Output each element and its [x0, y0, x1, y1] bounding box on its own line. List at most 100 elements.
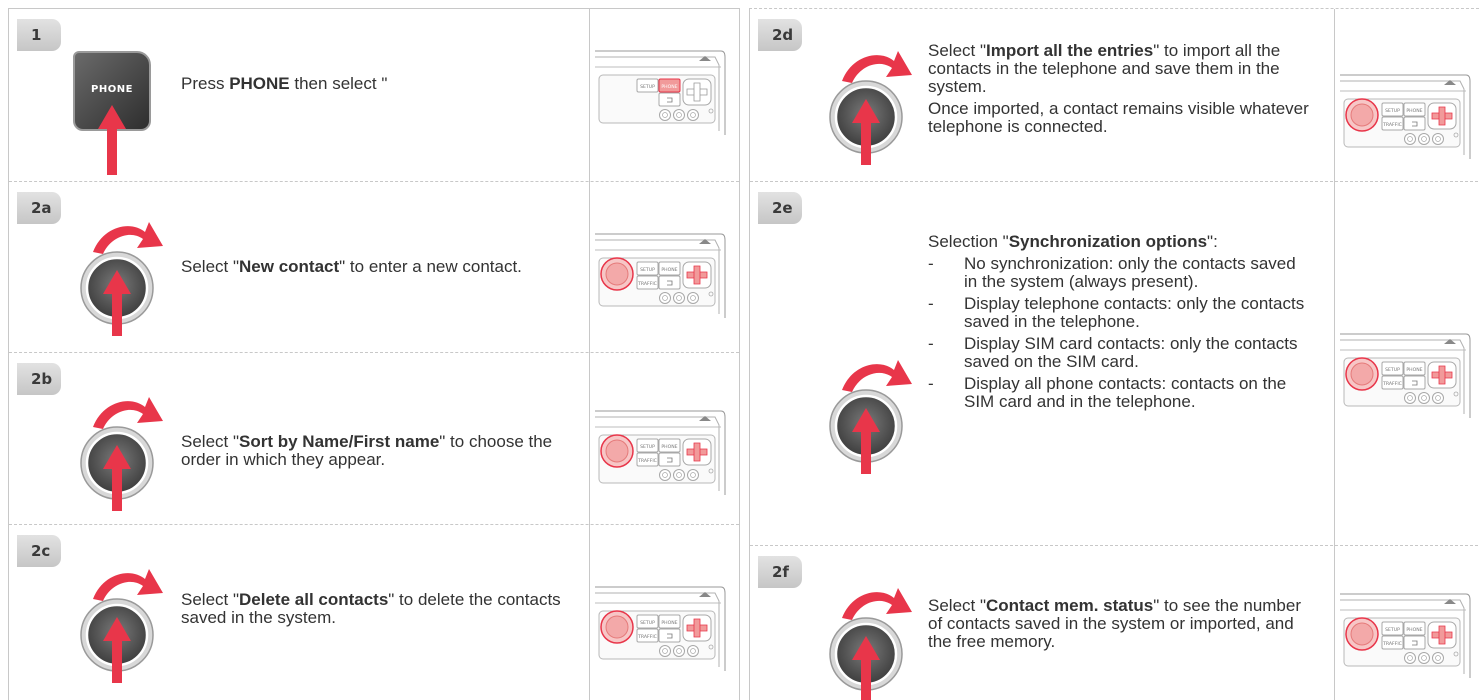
instruction-paragraph: Once imported, a contact remains visible… — [928, 100, 1318, 136]
back-button — [1403, 116, 1426, 131]
instruction-text: Once imported, a contact remains visible… — [928, 99, 1309, 136]
preset-button-4 — [659, 469, 671, 481]
preset-button-5 — [1418, 652, 1430, 664]
step-instruction: Select "Import all the entries" to impor… — [928, 42, 1318, 136]
menu-option-name: Synchronization options — [1008, 232, 1208, 251]
radio-button-setup — [1381, 361, 1404, 376]
rotate-arrow-icon — [93, 397, 163, 429]
radio-button-label: TRAFFIC — [637, 634, 657, 640]
preset-button-6 — [687, 109, 699, 121]
rotary-knob-press-icon — [80, 222, 163, 336]
step-instruction: Press PHONE then select " — [181, 75, 561, 93]
step-badge: 1 — [17, 19, 61, 51]
device-illustration: SETUP PHONE TRAFFIC — [1340, 69, 1472, 170]
phone-button-label: PHONE — [91, 84, 133, 95]
instruction-text: Select " — [928, 596, 987, 615]
radio-control-panel-illustration: SETUP PHONE TRAFFIC — [1340, 74, 1471, 159]
step-instruction: Select "Delete all contacts" to delete t… — [181, 591, 571, 627]
phone-button-press-icon: PHONE — [73, 51, 153, 177]
radio-button-setup — [636, 261, 659, 276]
instruction-paragraph: Select "Import all the entries" to impor… — [928, 42, 1318, 96]
press-arrow-icon — [852, 636, 880, 700]
radio-button-phone — [1403, 621, 1426, 636]
radio-button-phone — [1403, 102, 1426, 117]
back-button — [658, 275, 681, 290]
rotary-knob-press-icon — [829, 588, 912, 700]
preset-button-6 — [1432, 392, 1444, 404]
radio-button-label: PHONE — [1406, 627, 1422, 633]
radio-button-label: SETUP — [1385, 367, 1400, 373]
instruction-text: " to choose the order in which they appe… — [181, 432, 553, 469]
press-arrow-icon — [98, 105, 126, 175]
preset-button-4 — [659, 109, 671, 121]
radio-button-label: PHONE — [1406, 367, 1422, 373]
step-icon — [822, 350, 918, 481]
menu-option-name: Contact mem. status — [986, 596, 1154, 615]
radio-button-traffic — [636, 275, 659, 290]
preset-button-4 — [1404, 652, 1416, 664]
instruction-text: Selection " — [928, 232, 1009, 251]
radio-button-setup — [636, 78, 659, 93]
instruction-paragraph: Select "Contact mem. status" to see the … — [928, 597, 1318, 651]
instruction-text: " to enter a new contact. — [339, 257, 522, 276]
back-button — [1403, 375, 1426, 390]
radio-button-label: TRAFFIC — [637, 281, 657, 287]
radio-button-label: PHONE — [661, 267, 677, 273]
radio-button-label: SETUP — [1385, 108, 1400, 114]
preset-button-6 — [1432, 133, 1444, 145]
radio-button-traffic — [636, 628, 659, 643]
preset-button-6 — [687, 469, 699, 481]
instruction-paragraph: Select "Sort by Name/First name" to choo… — [181, 433, 571, 469]
rotate-arrow-icon — [842, 588, 912, 620]
radio-button-label: PHONE — [1406, 108, 1422, 114]
preset-button-6 — [687, 292, 699, 304]
radio-button-phone — [658, 78, 681, 93]
rotary-knob-press-icon — [829, 360, 912, 474]
radio-button-setup — [636, 614, 659, 629]
instruction-text: " to see the number of contacts saved in… — [928, 596, 1302, 651]
radio-button-traffic — [1381, 635, 1404, 650]
step-icon — [73, 559, 169, 690]
step-instruction: Select "Sort by Name/First name" to choo… — [181, 433, 571, 469]
menu-option-name: Import all the entries — [986, 41, 1154, 60]
instruction-text: " to delete the contacts saved in the sy… — [181, 590, 561, 627]
press-arrow-icon — [103, 445, 131, 511]
instruction-paragraph: Press PHONE then select " — [181, 75, 561, 93]
image-column-divider — [1334, 9, 1335, 700]
instruction-text: ": — [1207, 232, 1218, 251]
menu-option-name: New contact — [239, 257, 340, 276]
instruction-text: " to import all the contacts in the tele… — [928, 41, 1281, 96]
options-list-item: Display SIM card contacts: only the cont… — [928, 335, 1308, 371]
instruction-text: Select " — [181, 432, 240, 451]
preset-button-5 — [673, 645, 685, 657]
press-arrow-icon — [103, 617, 131, 683]
preset-button-6 — [687, 645, 699, 657]
radio-button-traffic — [636, 452, 659, 467]
radio-button-phone — [658, 614, 681, 629]
rotary-knob-press-icon — [80, 397, 163, 511]
preset-button-5 — [1418, 133, 1430, 145]
menu-option-name: Delete all contacts — [239, 590, 389, 609]
step-instruction: Select "New contact" to enter a new cont… — [181, 258, 561, 276]
options-list-item: Display all phone contacts: contacts on … — [928, 375, 1308, 411]
step-icon — [822, 578, 918, 700]
radio-button-label: TRAFFIC — [637, 458, 657, 464]
instruction-paragraph: Selection "Synchronization options": — [928, 233, 1308, 251]
image-column-divider — [589, 9, 590, 700]
radio-button-label: PHONE — [661, 84, 677, 90]
radio-button-label: PHONE — [661, 620, 677, 626]
instruction-text: then select " — [289, 74, 388, 93]
press-arrow-icon — [103, 270, 131, 336]
radio-button-label: TRAFFIC — [1382, 122, 1402, 128]
step-instruction: Selection "Synchronization options":No s… — [928, 233, 1308, 411]
